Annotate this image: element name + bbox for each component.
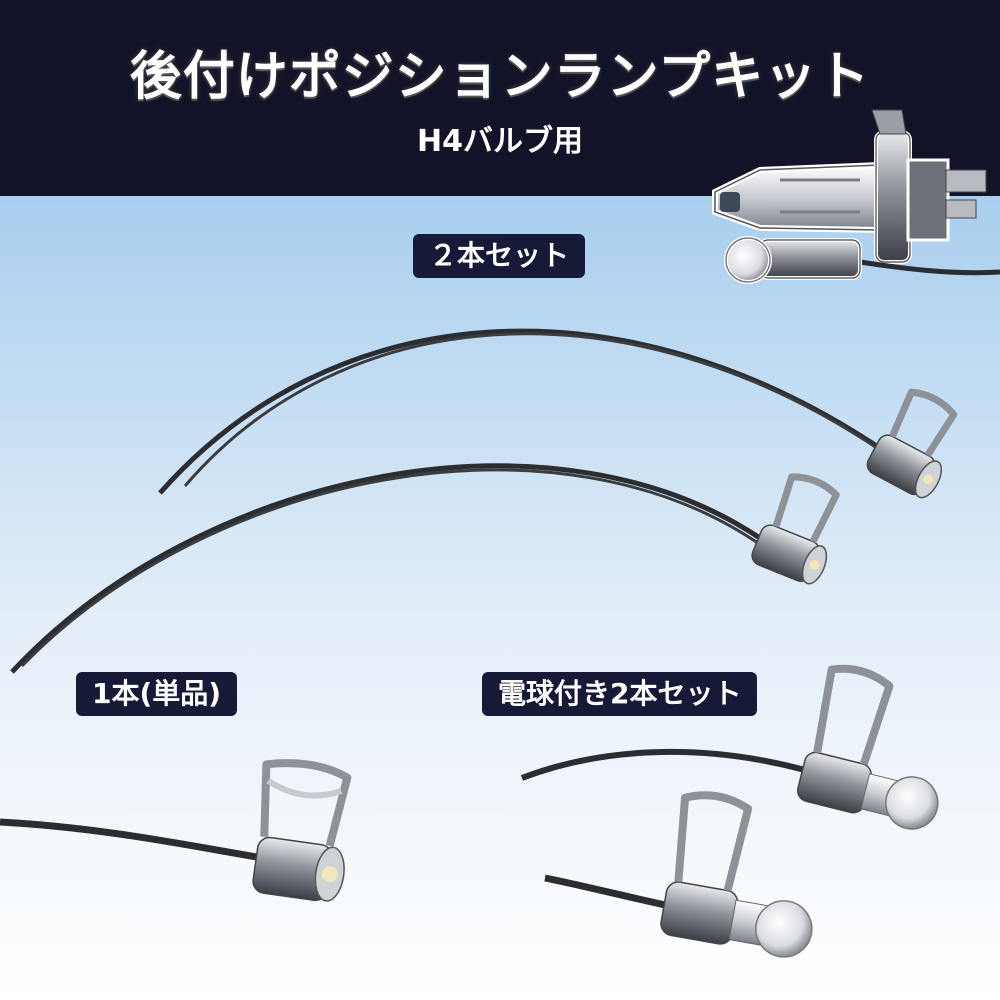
page-title: 後付けポジションランプキット (129, 47, 871, 107)
label-two-piece-set: ２本セット (413, 234, 586, 278)
bulb-lower (755, 900, 813, 958)
socket-bulb-lower (660, 791, 813, 958)
bulb-upper (885, 776, 939, 830)
socket-upper (866, 388, 958, 499)
socket-lower (751, 473, 840, 585)
header-band: 後付けポジションランプキット H4バルブ用 (0, 0, 1000, 196)
wire-bulb-upper (520, 748, 806, 781)
wire-bulb-lower (544, 874, 666, 909)
socket-bulb-upper (796, 664, 939, 830)
single-piece (0, 759, 352, 902)
socket-single (252, 759, 352, 902)
set-with-bulbs (520, 664, 939, 958)
label-set-with-bulbs: 電球付き2本セット (482, 672, 758, 716)
two-piece-set (10, 328, 958, 674)
label-single: 1本(単品) (76, 672, 238, 716)
page-subtitle: H4バルブ用 (417, 124, 583, 159)
wire-single (0, 818, 276, 864)
wire-lower (10, 463, 772, 674)
